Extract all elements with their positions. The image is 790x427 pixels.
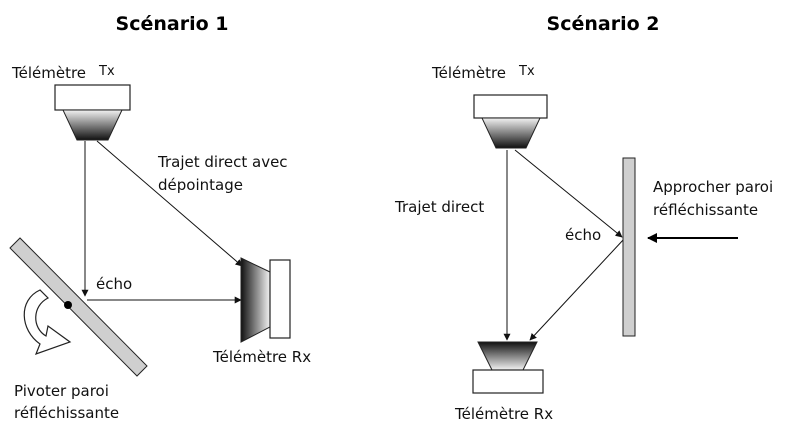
scenario1-rx-label: Télémètre Rx: [212, 348, 311, 366]
scenario2-rx-label: Télémètre Rx: [454, 405, 553, 423]
scenario1-path-label-2: dépointage: [158, 176, 243, 194]
scenario1-tx-label: Télémètre: [11, 64, 86, 82]
scenario2-echo-label: écho: [565, 226, 601, 244]
scenario1-echo-label: écho: [96, 275, 132, 293]
scenario2-receiver: [472, 341, 544, 394]
scenario1-title: Scénario 1: [116, 13, 229, 35]
scenario1-transmitter: [54, 84, 131, 141]
scenario1-pivot-label-2: réfléchissante: [14, 404, 119, 422]
scenario2-echo-path: [529, 238, 625, 341]
scenario2-direct-label: Trajet direct: [394, 198, 484, 216]
scenario1-pivot-label-1: Pivoter paroi: [14, 382, 109, 400]
scenario2-approach-label-1: Approcher paroi: [653, 178, 773, 196]
scenario1-reflective-wall: [9, 237, 148, 377]
scenario2-tx-suffix: Tx: [518, 64, 535, 79]
scenario2-title: Scénario 2: [547, 13, 660, 35]
scenario1-tx-suffix: Tx: [98, 64, 115, 79]
scenario2-tx-label: Télémètre: [431, 64, 506, 82]
scenario2-transmitter: [473, 94, 548, 149]
scenario1-path-label-1: Trajet direct avec: [157, 153, 288, 171]
curved-arrow-icon: [23, 289, 72, 356]
scenario1-receiver: [240, 257, 291, 343]
scenario2-incident-path: [514, 149, 623, 238]
scenario2-approach-label-2: réfléchissante: [653, 201, 758, 219]
scenario2-reflective-wall: [622, 157, 636, 337]
scenario1-direct-path: [96, 140, 243, 267]
